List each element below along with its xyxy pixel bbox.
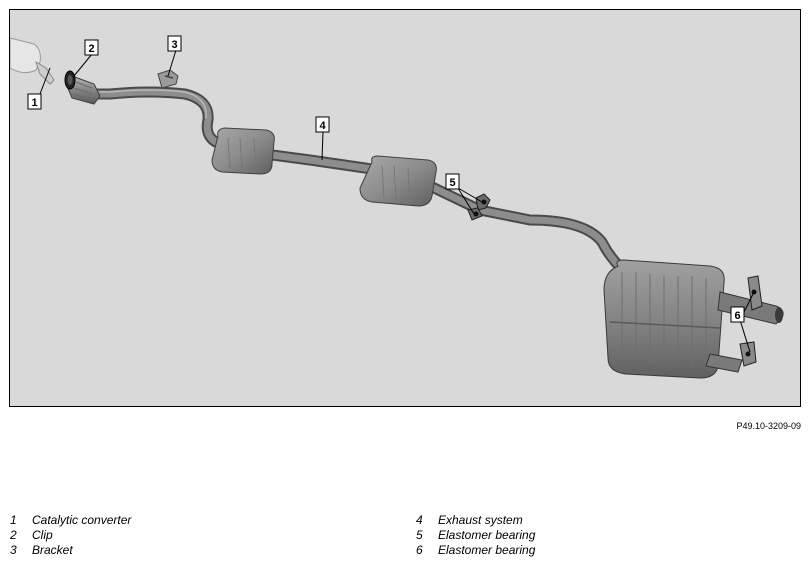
bracket xyxy=(157,69,179,89)
legend-number: 4 xyxy=(416,513,423,527)
legend-number: 2 xyxy=(10,528,17,542)
callout-2: 2 xyxy=(84,39,99,56)
exhaust-system-figure: 1 2 3 4 5 6 xyxy=(9,9,801,407)
svg-text:6: 6 xyxy=(734,310,740,322)
svg-text:3: 3 xyxy=(171,39,177,51)
legend-text: Elastomer bearing xyxy=(438,528,536,542)
elastomer-bearing-mid xyxy=(467,193,491,221)
callout-6: 6 xyxy=(730,306,745,323)
callout-3: 3 xyxy=(167,35,182,52)
legend-text: Elastomer bearing xyxy=(438,543,536,557)
legend-number: 6 xyxy=(416,543,423,557)
legend-text: Clip xyxy=(32,528,53,542)
legend-left-column: 1 Catalytic converter 2 Clip 3 Bracket xyxy=(10,513,131,558)
legend-text: Bracket xyxy=(32,543,73,557)
tail-pipe xyxy=(705,291,784,373)
callout-4: 4 xyxy=(315,116,330,133)
legend-number: 3 xyxy=(10,543,17,557)
legend-item: 1 Catalytic converter xyxy=(10,513,131,528)
manifold-segment xyxy=(10,37,55,85)
exhaust-pipe xyxy=(84,86,631,278)
svg-text:1: 1 xyxy=(31,97,37,109)
svg-text:2: 2 xyxy=(88,43,94,55)
legend-text: Exhaust system xyxy=(438,513,523,527)
legend-text: Catalytic converter xyxy=(32,513,132,527)
legend-item: 5 Elastomer bearing xyxy=(416,528,535,543)
front-silencer xyxy=(211,127,275,175)
figure-reference-id: P49.10-3209-09 xyxy=(736,421,801,431)
svg-text:4: 4 xyxy=(319,120,326,132)
legend-number: 5 xyxy=(416,528,423,542)
elastomer-bearing-rear xyxy=(739,275,763,367)
legend-item: 3 Bracket xyxy=(10,543,131,558)
rear-silencer xyxy=(603,259,725,379)
callout-1: 1 xyxy=(27,93,42,110)
legend-number: 1 xyxy=(10,513,17,527)
center-silencer xyxy=(359,155,437,207)
callout-5: 5 xyxy=(445,173,460,190)
legend-item: 6 Elastomer bearing xyxy=(416,543,535,558)
clip xyxy=(64,70,76,90)
svg-text:5: 5 xyxy=(449,177,455,189)
legend-item: 2 Clip xyxy=(10,528,131,543)
exhaust-illustration: 1 2 3 4 5 6 xyxy=(10,35,784,379)
legend-item: 4 Exhaust system xyxy=(416,513,535,528)
leader-lines xyxy=(39,49,755,353)
